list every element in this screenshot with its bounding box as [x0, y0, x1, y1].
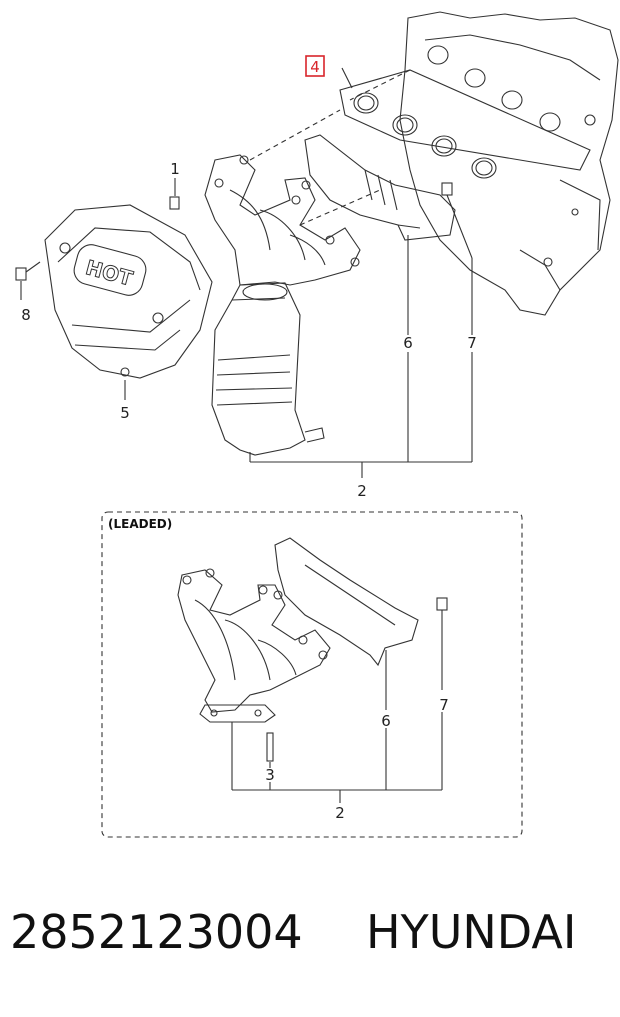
part-number: 2852123004 [10, 905, 303, 959]
callout-4: 4 [310, 58, 320, 76]
heat-shield-top [304, 134, 456, 241]
manifold-gasket [339, 45, 591, 179]
assembly-guide-lines [249, 69, 411, 226]
callout-1: 1 [170, 160, 180, 178]
brand-name: HYUNDAI [366, 905, 577, 959]
callout-3: 3 [265, 766, 275, 784]
heat-shield-leaded [274, 537, 419, 667]
callout-2-top: 2 [357, 482, 367, 500]
engine-block [399, 11, 619, 316]
callout-8: 8 [21, 306, 31, 324]
exhaust-manifold-leaded [177, 568, 331, 762]
callout-4-highlight [305, 55, 325, 77]
leaded-inset-box [101, 511, 523, 838]
footer: 2852123004 HYUNDAI [0, 905, 620, 975]
callout-7-bottom: 7 [439, 696, 449, 714]
bolt-part-7-top [441, 182, 473, 259]
callout-6-bottom: 6 [381, 712, 391, 730]
callout-leaders-bottom [231, 650, 443, 803]
callout-leaders-top [124, 67, 473, 478]
callout-5: 5 [120, 404, 130, 422]
callout-7-top: 7 [467, 334, 477, 352]
bolt-part-7-leaded [436, 597, 448, 690]
callout-2-bottom: 2 [335, 804, 345, 822]
inset-label-leaded: (LEADED) [108, 517, 172, 531]
bolt-part-1 [169, 178, 180, 210]
exhaust-manifold-top [204, 154, 361, 456]
callout-6-top: 6 [403, 334, 413, 352]
bolt-part-8 [15, 261, 41, 300]
manifold-cover-hot [44, 204, 213, 379]
exhaust-manifold-diagram: HOT [15, 11, 619, 838]
